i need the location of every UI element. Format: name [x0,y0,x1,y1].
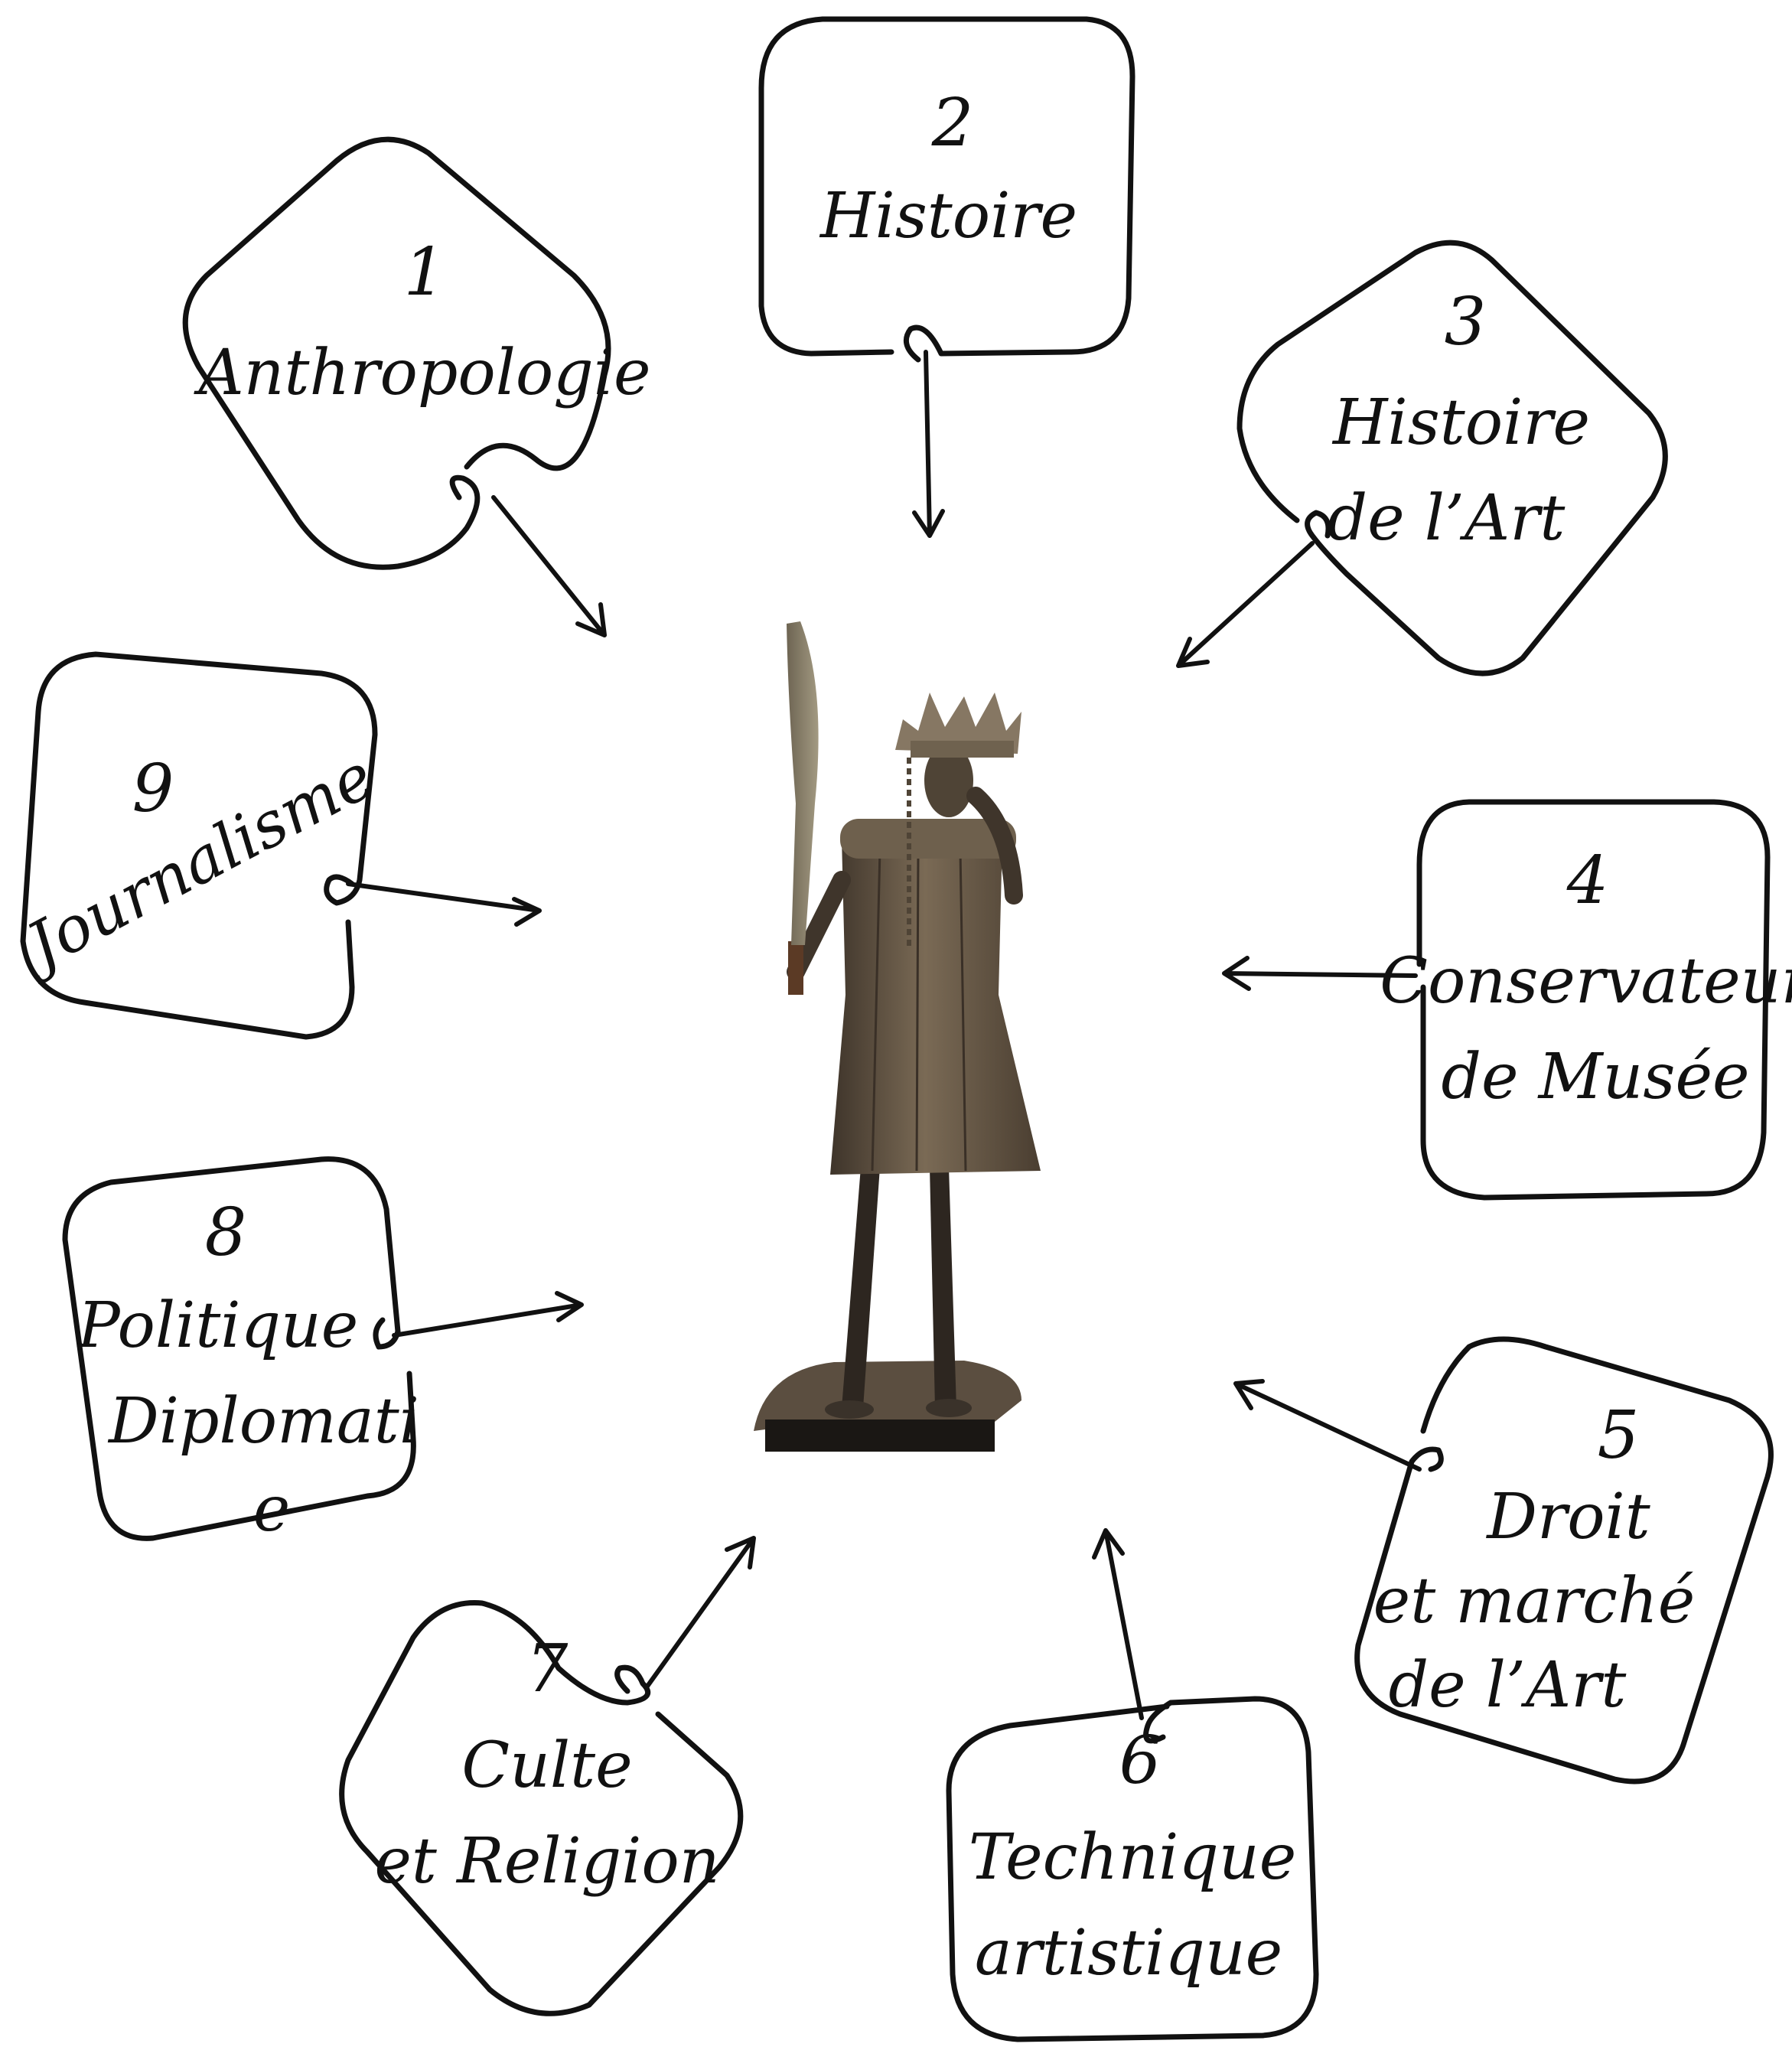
node-8: 8 Politique Diplomati e [62,1156,584,1546]
arrow-9 [346,882,542,927]
node-8-number: 8 [205,1195,247,1271]
arrow-5 [1233,1379,1422,1472]
node-4-frame [1416,799,1771,1201]
node-5-label-line3: de l’Art [1389,1649,1627,1722]
node-7-label-line2: et Religion [374,1825,719,1898]
node-9-number: 9 [132,751,174,827]
node-3-label-line1: Histoire [1331,386,1590,459]
node-4-number: 4 [1566,843,1609,919]
node-3-frame [1236,240,1668,676]
arrow-7 [644,1536,756,1690]
arrow-2 [912,350,945,538]
central-statue-image [754,621,1041,1452]
node-9: 9 Journalisme [6,651,542,1040]
arrow-1 [491,495,607,637]
arrow-8 [392,1291,584,1338]
node-5-label-line1: Droit [1485,1481,1651,1553]
node-4-label-line2: de Musée [1442,1041,1750,1113]
node-3: 3 Histoire de l’Art [1176,240,1668,676]
node-3-label-line2: de l’Art [1328,482,1566,555]
node-1: 1 Anthropologie [182,136,651,637]
node-1-label: Anthropologie [193,337,650,409]
arrow-3 [1176,541,1315,668]
node-2-label: Histoire [819,180,1077,253]
node-4: 4 Conservateur de Musée [1222,799,1792,1201]
node-2-frame [758,16,1135,363]
node-9-label: Journalisme [6,740,386,988]
node-8-label-line1: Politique [77,1289,359,1362]
node-6-number: 6 [1119,1723,1162,1799]
node-4-label-line1: Conservateur [1380,945,1792,1018]
node-3-number: 3 [1445,284,1487,360]
arrow-4 [1222,956,1418,991]
node-2-number: 2 [931,85,974,161]
node-7-frame [339,1600,744,2016]
node-5-number: 5 [1598,1397,1640,1474]
arrow-6 [1092,1528,1144,1720]
node-7-label-line1: Culte [461,1729,632,1802]
node-6: 6 Technique artistique [946,1528,1319,2042]
node-5-frame [1354,1336,1774,1785]
node-6-label-line2: artistique [975,1917,1282,1990]
node-7-number: 7 [526,1631,569,1707]
node-7: 7 Culte et Religion [339,1536,756,2016]
node-5: 5 Droit et marché de l’Art [1233,1336,1774,1785]
node-1-frame [182,136,611,570]
node-8-frame [62,1156,416,1541]
node-6-label-line1: Technique [969,1821,1296,1894]
node-2: 2 Histoire [758,16,1135,538]
node-1-number: 1 [404,234,446,311]
node-5-label-line2: et marché [1373,1565,1696,1638]
node-8-label-line2: Diplomati [107,1385,419,1458]
node-6-frame [946,1696,1319,2042]
node-8-label-line3: e [253,1473,291,1546]
node-9-frame [20,651,378,1040]
